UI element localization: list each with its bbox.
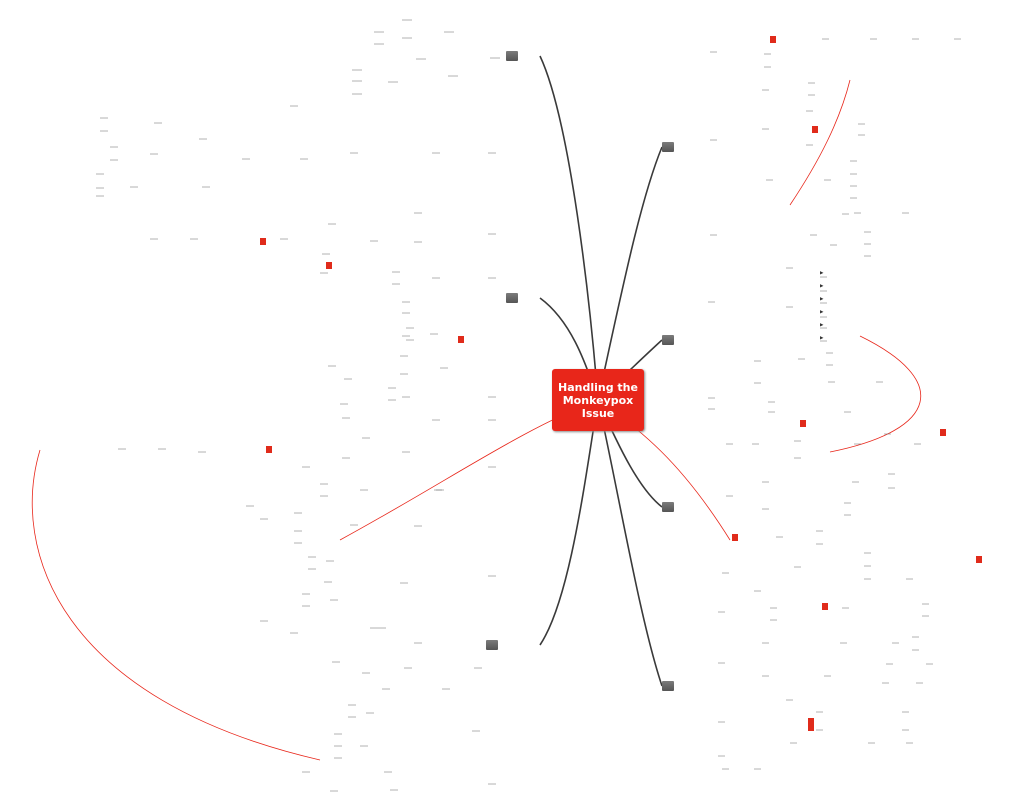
branch-monkeypox[interactable] — [662, 142, 674, 152]
relation-link — [789, 79, 851, 206]
branch-curve — [597, 146, 663, 401]
central-topic[interactable]: Handling the Monkeypox Issue — [552, 369, 644, 431]
tag-arrow-dangerous[interactable] — [822, 603, 828, 610]
branch-how-dangerous[interactable] — [662, 681, 674, 691]
connector-lines — [31, 19, 961, 792]
relation-link — [31, 449, 321, 761]
branch-whats-being-done[interactable] — [486, 640, 498, 650]
branch-curve — [597, 399, 663, 687]
bullet-icon: ▶ — [820, 323, 824, 328]
branch-way-ahead[interactable] — [506, 293, 518, 303]
tag-monkeypox-virus[interactable] — [770, 36, 776, 43]
tag-compared-to[interactable] — [940, 429, 946, 436]
tag-rise-in-human[interactable] — [732, 534, 738, 541]
branch-conclusion[interactable] — [506, 51, 518, 61]
tag-first-human-case[interactable] — [812, 126, 818, 133]
branch-symptoms[interactable] — [662, 335, 674, 345]
tag-arrow[interactable] — [326, 262, 332, 269]
branch-current-outbreaks[interactable] — [662, 502, 674, 512]
branch-curve — [539, 55, 599, 401]
tag-in-urban-areas[interactable] — [976, 556, 982, 563]
central-topic-title: Handling the Monkeypox Issue — [558, 380, 638, 420]
tag-also-because[interactable] — [260, 238, 266, 245]
tag-in-current-outbreak[interactable] — [800, 420, 806, 427]
tag-ie[interactable] — [808, 724, 814, 731]
relation-link — [829, 335, 922, 453]
bullet-icon: ▶ — [820, 310, 824, 315]
tag-hence[interactable] — [266, 446, 272, 453]
branch-curve — [539, 399, 599, 646]
bullet-icon: ▶ — [820, 284, 824, 289]
bullet-icon: ▶ — [820, 297, 824, 302]
bullet-icon: ▶ — [820, 271, 824, 276]
tag-this-period[interactable] — [458, 336, 464, 343]
bullet-icon: ▶ — [820, 336, 824, 341]
tag-unusually[interactable] — [808, 718, 814, 725]
